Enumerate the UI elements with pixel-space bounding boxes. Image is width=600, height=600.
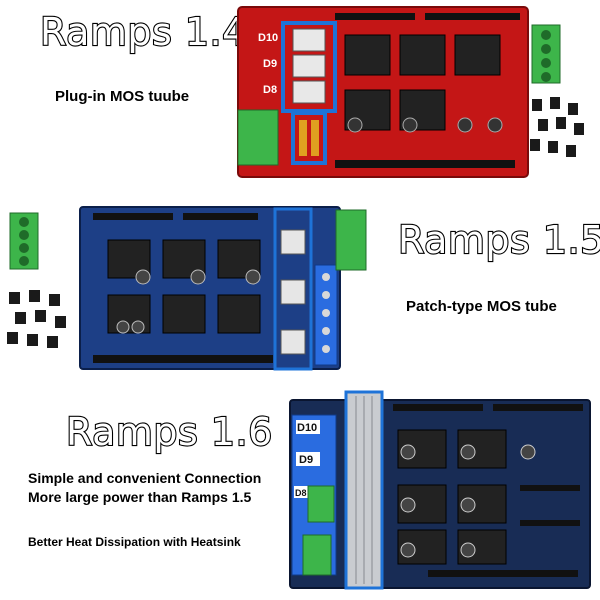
ramps15-pin-label: D10 — [341, 301, 352, 320]
ramps16-board-image: D10 D9 D8 — [289, 390, 591, 590]
ramps16-pin-label: D8 — [295, 488, 307, 498]
ramps14-board-image: D10 D9 D8 — [237, 6, 529, 178]
jumpers-image-left — [7, 290, 66, 348]
ramps14-pin-label: D9 — [263, 58, 277, 70]
ramps16-caption-line3: Better Heat Dissipation with Heatsink — [28, 535, 241, 549]
ramps15-pin-label: D9 — [341, 323, 352, 336]
ramps15-board-image: D10 D9 D8 — [79, 206, 367, 371]
ramps15-pin-label: D8 — [341, 341, 352, 354]
ramps15-title: Ramps 1.5 — [397, 217, 600, 263]
jumpers-image — [530, 97, 584, 157]
ramps15-caption: Patch-type MOS tube — [406, 298, 557, 315]
ramps16-caption-line2: More large power than Ramps 1.5 — [28, 489, 252, 505]
ramps14-caption: Plug-in MOS tuube — [55, 88, 190, 105]
ramps14-pin-label: D8 — [263, 84, 277, 96]
ramps14-pin-label: D10 — [258, 32, 278, 44]
ramps14-title: Ramps 1.4 — [39, 9, 248, 55]
ramps16-pin-label: D10 — [297, 422, 317, 434]
ramps16-caption-line1: Simple and convenient Connection — [28, 470, 262, 486]
ramps16-pin-label: D9 — [299, 454, 313, 466]
terminal-block-image-left — [9, 212, 39, 270]
ramps16-title: Ramps 1.6 — [65, 409, 274, 455]
terminal-block-image — [531, 24, 561, 84]
